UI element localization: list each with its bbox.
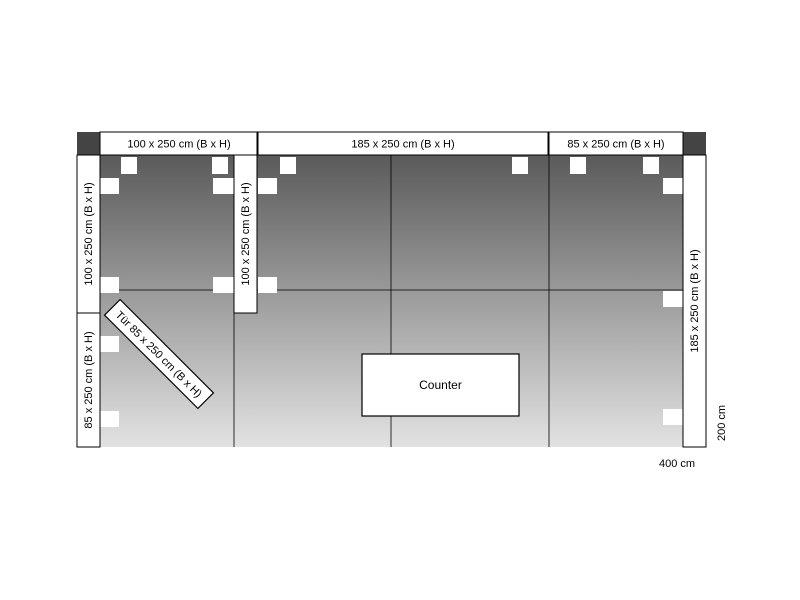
wall-top-right-label: 85 x 250 cm (B x H) <box>567 139 664 151</box>
wall-left-lower-label: 85 x 250 cm (B x H) <box>83 331 95 428</box>
wall-left-upper: 100 x 250 cm (B x H) <box>76 154 101 314</box>
corner-post-left <box>77 132 100 155</box>
corner-post-right <box>683 132 706 155</box>
wall-inner-divider-label: 100 x 250 cm (B x H) <box>240 182 252 285</box>
wall-top-right: 85 x 250 cm (B x H) <box>548 131 684 156</box>
depth-dimension: 200 cm <box>716 405 728 441</box>
wall-inner-divider: 100 x 250 cm (B x H) <box>233 154 258 314</box>
counter: Counter <box>361 353 520 417</box>
wall-right: 185 x 250 cm (B x H) <box>682 154 707 448</box>
wall-left-upper-label: 100 x 250 cm (B x H) <box>83 182 95 285</box>
width-dimension: 400 cm <box>659 458 695 470</box>
wall-left-lower: 85 x 250 cm (B x H) <box>76 312 101 448</box>
wall-top-left-label: 100 x 250 cm (B x H) <box>127 139 230 151</box>
spotlights <box>100 157 683 427</box>
wall-top-left: 100 x 250 cm (B x H) <box>99 131 258 156</box>
wall-right-label: 185 x 250 cm (B x H) <box>689 249 701 352</box>
wall-top-center: 185 x 250 cm (B x H) <box>257 131 549 156</box>
counter-label: Counter <box>419 378 462 392</box>
wall-top-center-label: 185 x 250 cm (B x H) <box>351 139 454 151</box>
